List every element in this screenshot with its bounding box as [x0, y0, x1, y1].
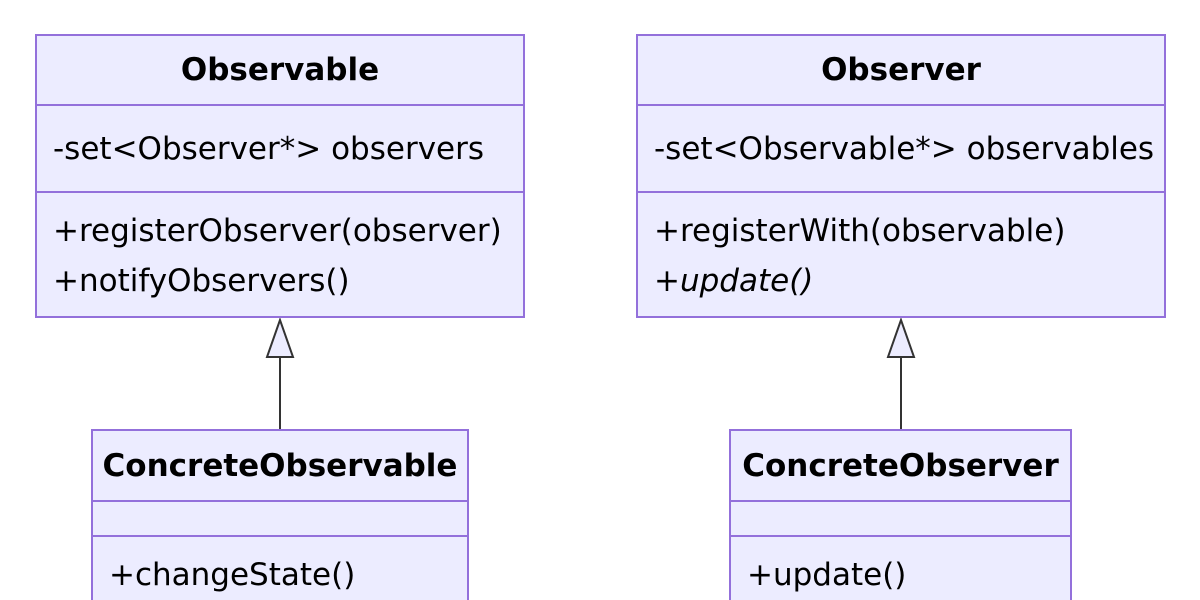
attribute: -set<Observable*> observables: [654, 130, 1155, 167]
inheritance-arrowhead: [886, 316, 916, 358]
inheritance-edge-concrete-observable: [265, 316, 295, 429]
methods-section: +registerWith(observable) +update(): [638, 193, 1164, 306]
class-concrete-observable: ConcreteObservable +changeState(): [91, 429, 469, 600]
attribute: -set<Observer*> observers: [53, 130, 485, 167]
class-name: Observer: [638, 36, 1164, 106]
methods-section: +update(): [731, 537, 1070, 600]
attributes-section: -set<Observable*> observables: [638, 106, 1164, 193]
method: +changeState(): [109, 557, 356, 593]
class-observable: Observable -set<Observer*> observers +re…: [35, 34, 525, 318]
method: +registerWith(observable): [654, 213, 1066, 249]
class-name: ConcreteObserver: [731, 431, 1070, 502]
attributes-section: -set<Observer*> observers: [37, 106, 523, 193]
abstract-method: +update(): [654, 263, 814, 299]
class-name: ConcreteObservable: [93, 431, 467, 502]
inheritance-arrowhead: [265, 316, 295, 358]
method: +notifyObservers(): [53, 263, 350, 299]
methods-section: +changeState(): [93, 537, 467, 600]
method: +update(): [747, 557, 907, 593]
class-observer: Observer -set<Observable*> observables +…: [636, 34, 1166, 318]
method: +registerObserver(observer): [53, 213, 502, 249]
class-concrete-observer: ConcreteObserver +update(): [729, 429, 1072, 600]
attributes-section: [93, 502, 467, 537]
inheritance-edge-concrete-observer: [886, 316, 916, 429]
class-name: Observable: [37, 36, 523, 106]
attributes-section: [731, 502, 1070, 537]
methods-section: +registerObserver(observer) +notifyObser…: [37, 193, 523, 306]
